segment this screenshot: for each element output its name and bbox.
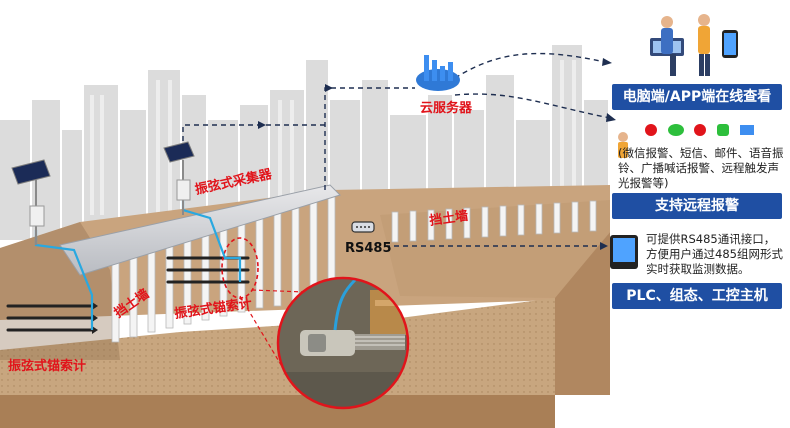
rs485-connector-icon — [351, 221, 375, 233]
anchor-rods-left — [6, 304, 94, 332]
label-rs485: RS485 — [345, 241, 392, 256]
alarm-description: (微信报警、短信、邮件、语音振铃、广播喊话报警、远程触发声光报警等) — [618, 146, 784, 190]
wall-posts-right — [391, 200, 597, 243]
highlight-ring — [221, 237, 259, 299]
remote-alarm-label: 支持远程报警 — [612, 193, 782, 219]
online-view-label: 电脑端/APP端在线查看 — [612, 84, 782, 110]
soil-block-right — [380, 200, 610, 298]
plc-label: PLC、组态、工控主机 — [612, 283, 782, 309]
rs485-description: 可提供RS485通讯接口，方便用户通过485组网形式实时获取监测数据。 — [646, 232, 783, 276]
label-anchor-left: 振弦式锚索计 — [8, 358, 86, 374]
collector-left — [11, 159, 51, 245]
alarm-icons — [618, 124, 754, 158]
people-icon — [650, 14, 738, 76]
label-retaining-wall-right: 挡土墙 — [428, 208, 469, 229]
cloud-server-icon — [416, 55, 460, 91]
road-slab — [59, 184, 341, 276]
collector-mid — [163, 141, 195, 215]
label-cloud-server: 云服务器 — [420, 100, 473, 116]
monitor-icon — [610, 235, 638, 269]
